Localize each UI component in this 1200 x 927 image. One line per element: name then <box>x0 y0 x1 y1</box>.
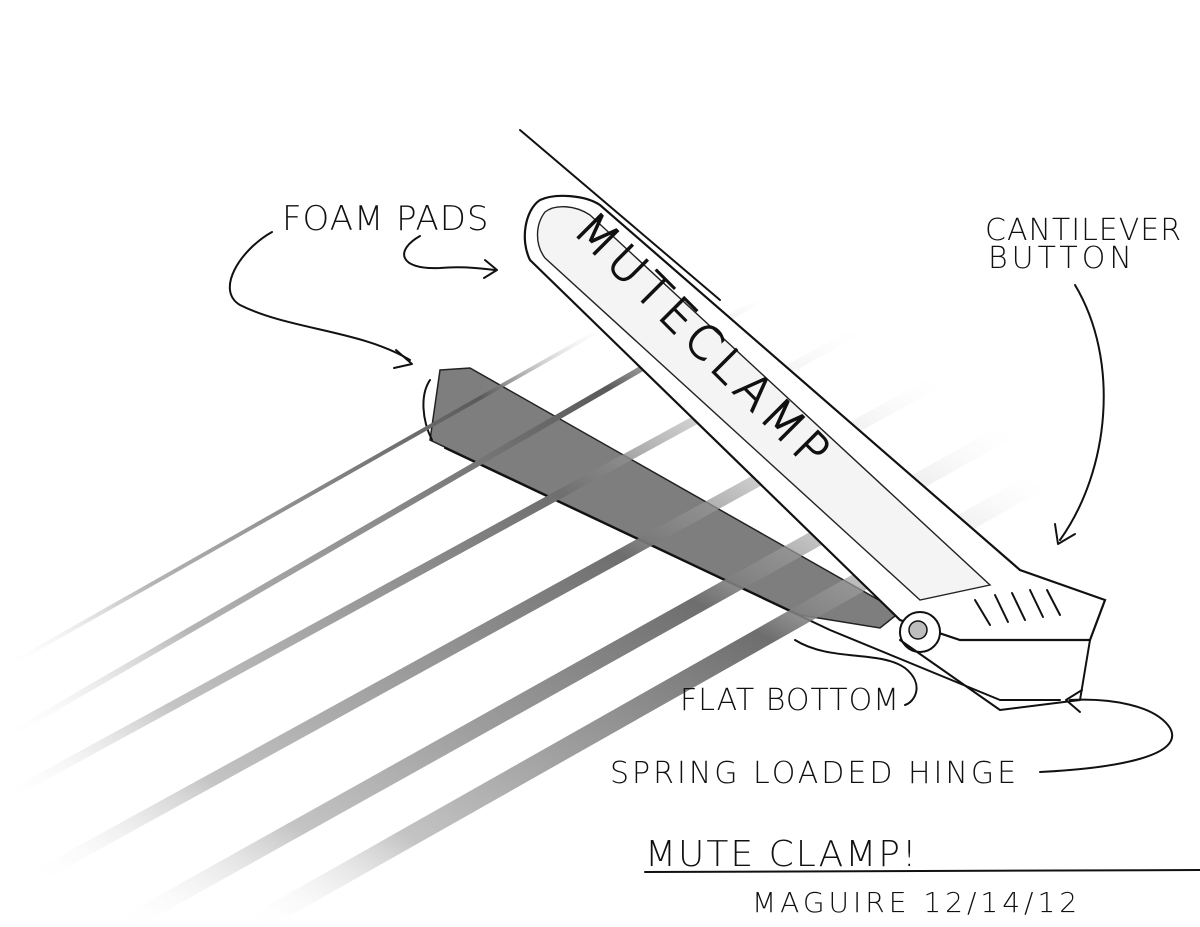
artist-signature: MAGUIRE 12/14/12 <box>752 886 1081 919</box>
arrow-cantilever-button <box>1054 284 1105 545</box>
label-cantilever-line2: BUTTON <box>988 241 1136 276</box>
cantilever-button-ridges <box>974 589 1061 626</box>
label-cantilever-line1: CANTILEVER <box>985 213 1182 248</box>
label-foam-pads: FOAM PADS <box>282 199 489 239</box>
arrow-foam-pads-top <box>403 235 498 279</box>
sketch-title: MUTE CLAMP! <box>645 834 918 875</box>
title-underline <box>644 869 1200 873</box>
fretboard-edge <box>519 129 721 301</box>
arrow-foam-pads-bottom <box>228 231 413 369</box>
label-spring-hinge: SPRING LOADED HINGE <box>610 756 1019 791</box>
clamp-engraved-text: MUTECLAMP <box>564 202 844 482</box>
hinge-pivot <box>899 611 941 653</box>
arrow-flat-bottom <box>794 639 918 706</box>
label-flat-bottom: FLAT BOTTOM <box>680 683 900 718</box>
arrow-spring-hinge <box>1039 689 1174 773</box>
string-1 <box>0 328 601 672</box>
string-2 <box>0 297 762 743</box>
title-block: MUTE CLAMP! MAGUIRE 12/14/12 <box>644 834 1200 919</box>
